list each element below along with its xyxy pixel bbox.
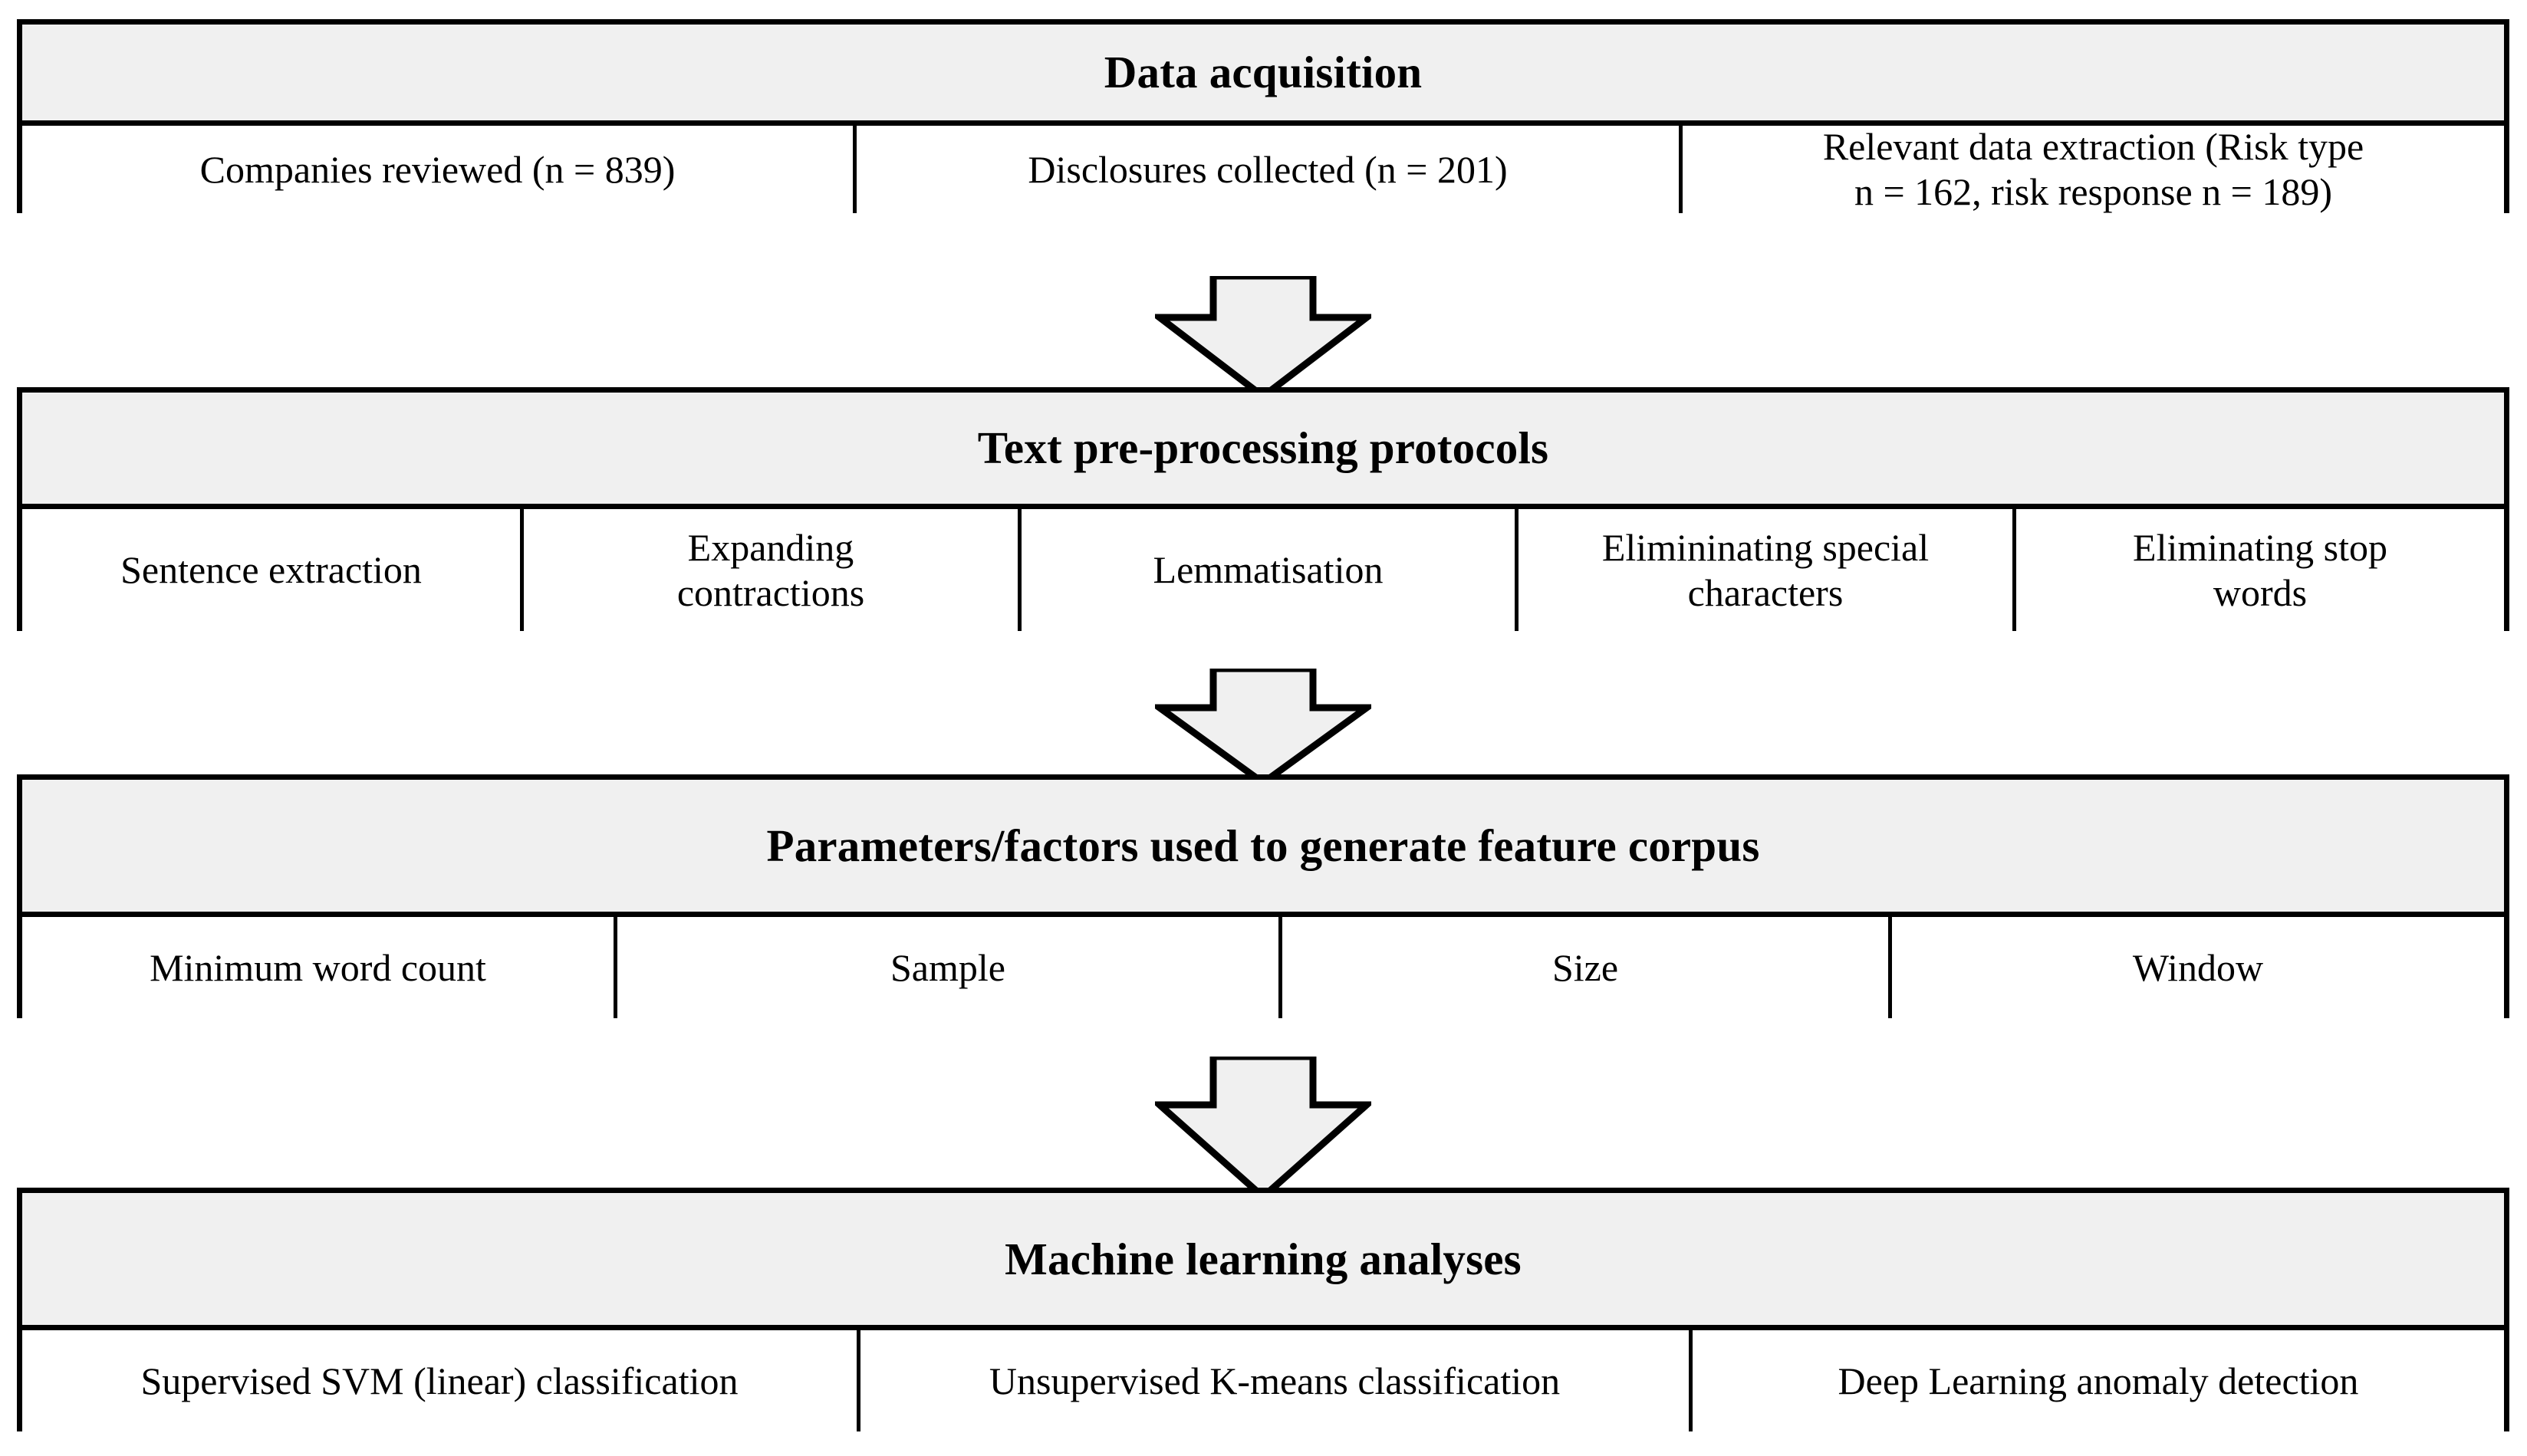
stage-row-machine-learning-analyses: Supervised SVM (linear) classification U… xyxy=(22,1330,2504,1431)
cell-size[interactable]: Size xyxy=(1278,917,1888,1018)
cell-deep-learning-anomaly-detection[interactable]: Deep Learning anomaly detection xyxy=(1689,1330,2504,1431)
stage-data-acquisition: Data acquisition Companies reviewed (n =… xyxy=(17,19,2509,213)
stage-header-parameters-factors: Parameters/factors used to generate feat… xyxy=(22,780,2504,917)
cell-unsupervised-kmeans-classification[interactable]: Unsupervised K-means classification xyxy=(857,1330,1689,1431)
stage-title: Machine learning analyses xyxy=(1005,1233,1522,1284)
down-arrow-icon-3 xyxy=(1155,1057,1371,1199)
cell-label: Minimum word count xyxy=(150,945,486,989)
cell-label: Sample xyxy=(890,945,1005,989)
cell-label: Lemmatisation xyxy=(1153,548,1384,591)
stage-title: Parameters/factors used to generate feat… xyxy=(766,820,1760,871)
cell-label: Size xyxy=(1551,945,1619,989)
cell-sample[interactable]: Sample xyxy=(614,917,1278,1018)
stage-header-data-acquisition: Data acquisition xyxy=(22,25,2504,126)
cell-minimum-word-count[interactable]: Minimum word count xyxy=(22,917,614,1018)
stage-title: Data acquisition xyxy=(1104,47,1423,98)
cell-label: Deep Learning anomaly detection xyxy=(1838,1359,2359,1402)
stage-machine-learning-analyses: Machine learning analyses Supervised SVM… xyxy=(17,1188,2509,1431)
stage-row-parameters-factors: Minimum word count Sample Size Window xyxy=(22,917,2504,1018)
cell-window[interactable]: Window xyxy=(1888,917,2504,1018)
cell-lemmatisation[interactable]: Lemmatisation xyxy=(1018,509,1515,631)
stage-parameters-factors: Parameters/factors used to generate feat… xyxy=(17,774,2509,1018)
cell-label: Window xyxy=(2132,945,2264,989)
down-arrow-icon-2 xyxy=(1155,669,1371,785)
stage-header-machine-learning-analyses: Machine learning analyses xyxy=(22,1193,2504,1330)
cell-label: Sentence extraction xyxy=(120,548,422,591)
stage-header-text-pre-processing-protocols: Text pre-processing protocols xyxy=(22,393,2504,509)
cell-companies-reviewed[interactable]: Companies reviewed (n = 839) xyxy=(22,126,853,213)
stage-title: Text pre-processing protocols xyxy=(977,422,1549,474)
cell-label: Companies reviewed (n = 839) xyxy=(199,147,676,191)
cell-label: Disclosures collected (n = 201) xyxy=(1028,147,1508,191)
down-arrow-icon-1 xyxy=(1155,276,1371,399)
stage-text-pre-processing-protocols: Text pre-processing protocols Sentence e… xyxy=(17,387,2509,631)
stage-row-data-acquisition: Companies reviewed (n = 839) Disclosures… xyxy=(22,125,2504,213)
cell-sentence-extraction[interactable]: Sentence extraction xyxy=(22,509,520,631)
cell-supervised-svm-classification[interactable]: Supervised SVM (linear) classification xyxy=(22,1330,857,1431)
cell-label: Supervised SVM (linear) classification xyxy=(140,1359,739,1402)
cell-disclosures-collected[interactable]: Disclosures collected (n = 201) xyxy=(853,126,1679,213)
cell-label: Unsupervised K-means classification xyxy=(989,1359,1561,1402)
